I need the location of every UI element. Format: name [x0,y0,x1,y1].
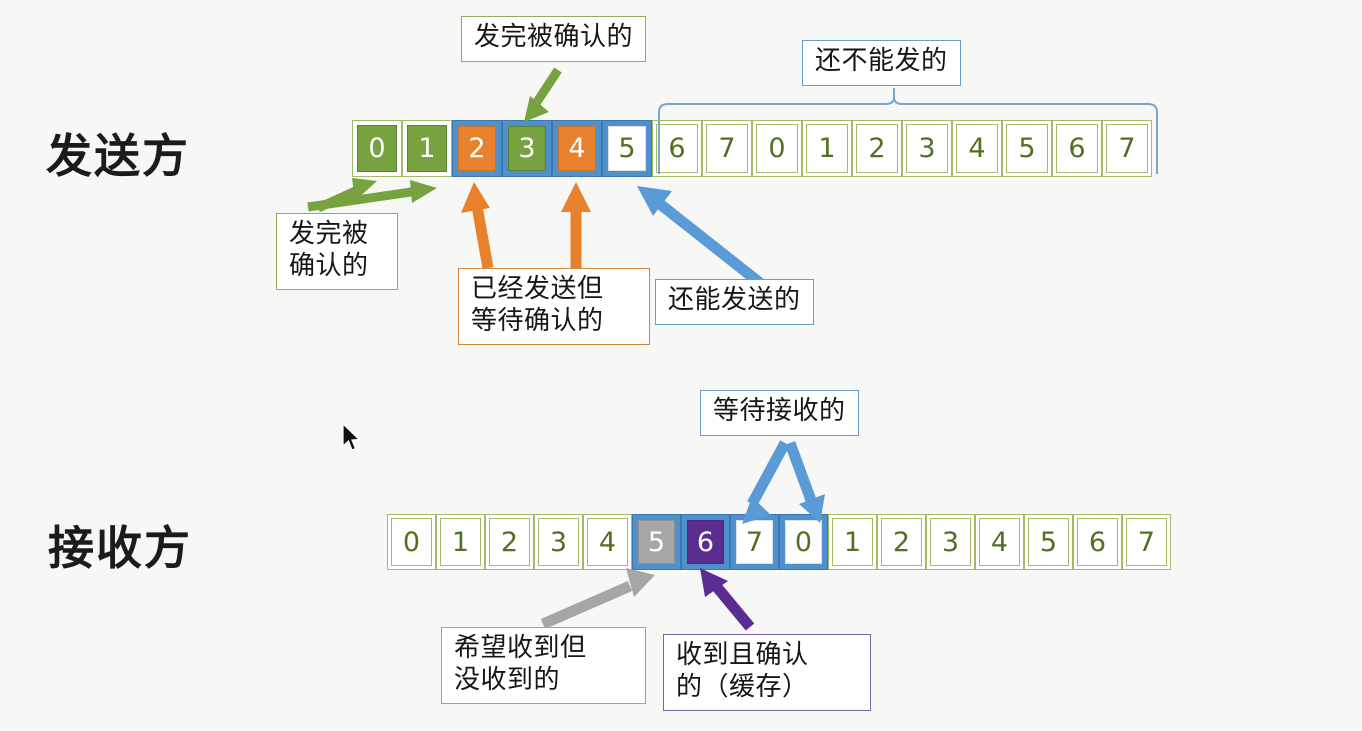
sender-sequence-strip: 0 1 2 3 4 5 6 7 0 1 2 3 4 5 6 7 [352,120,1152,177]
receiver-cell-15: 7 [1122,514,1171,570]
receiver-cell-7: 7 [730,514,779,570]
sender-label: 发送方 [46,129,190,183]
receiver-cell-5-fill [638,520,675,564]
receiver-cell-3-value: 3 [549,526,568,558]
sender-cell-15: 7 [1102,120,1152,177]
sender-cell-14-value: 6 [1068,133,1086,164]
receiver-cell-13: 5 [1024,514,1073,570]
receiver-cell-12-value: 4 [990,526,1009,558]
receiver-cell-14-value: 6 [1088,526,1107,558]
receiver-cell-10: 2 [877,514,926,570]
sender-cell-5-value: 5 [618,133,636,164]
sender-cell-9-value: 1 [818,133,836,164]
sender-cell-7-value: 7 [718,133,736,164]
receiver-cell-2-value: 2 [500,526,519,558]
sender-cell-2-fill [458,126,496,171]
callout-expected-not-received: 希望收到但 没收到的 [441,627,646,705]
receiver-label: 接收方 [48,521,192,575]
sender-cell-6: 6 [652,120,702,177]
sender-cell-7: 7 [702,120,752,177]
receiver-cell-8-fill [785,520,822,564]
receiver-cell-2: 2 [485,514,534,570]
receiver-cell-3: 3 [534,514,583,570]
sender-cell-10: 2 [852,120,902,177]
receiver-cell-4: 4 [583,514,632,570]
blue-arrow-to-cell5 [637,186,764,288]
green-arrow-to-cell0 [316,178,377,213]
sender-cell-6-value: 6 [668,133,686,164]
sender-cell-12: 4 [952,120,1002,177]
receiver-cell-13-value: 5 [1039,526,1058,558]
sender-cell-10-value: 2 [868,133,886,164]
sender-cell-5-fill [608,126,646,171]
sender-cell-11-value: 3 [918,133,936,164]
sender-cell-0: 0 [352,120,402,177]
sender-cell-3-fill [508,126,546,171]
callout-can-still-send: 还能发送的 [655,279,814,325]
sender-cell-1-fill [407,125,447,172]
receiver-cell-1-value: 1 [451,526,470,558]
mouse-cursor-icon [342,423,361,451]
receiver-cell-4-value: 4 [598,526,617,558]
sender-cell-15-value: 7 [1118,133,1136,164]
sender-cell-1: 1 [402,120,452,177]
sender-cell-5: 5 [602,120,652,177]
receiver-cell-6-fill [687,520,724,564]
orange-arrow-to-cell4 [561,182,591,268]
sender-cell-4-value: 4 [568,133,586,164]
callout-sent-acked-top: 发完被确认的 [461,16,647,62]
receiver-cell-9-value: 1 [843,526,862,558]
callout-received-and-acked: 收到且确认 的（缓存） [663,634,871,712]
blue-arrow-to-recv-cell0 [784,441,825,523]
sender-cell-2: 2 [452,120,502,177]
green-arrow-to-cell1 [307,180,437,212]
sender-cell-2-value: 2 [468,133,486,164]
receiver-cell-11: 3 [926,514,975,570]
sender-cell-0-fill [357,125,397,172]
sender-cell-8-value: 0 [768,133,786,164]
sender-cell-8: 0 [752,120,802,177]
callout-sent-acked-left: 发完被 确认的 [276,213,398,291]
sender-cell-11: 3 [902,120,952,177]
callout-sent-waiting-ack: 已经发送但 等待确认的 [458,268,650,346]
sender-cell-13: 5 [1002,120,1052,177]
sender-cell-13-value: 5 [1018,133,1036,164]
sender-cell-12-value: 4 [968,133,986,164]
purple-arrow-to-recv-cell6 [700,568,755,631]
sender-cell-3-value: 3 [518,133,536,164]
sender-cell-14: 6 [1052,120,1102,177]
receiver-cell-9: 1 [828,514,877,570]
receiver-cell-15-value: 7 [1137,526,1156,558]
green-arrow-to-cell3 [524,67,562,122]
receiver-cell-14: 6 [1073,514,1122,570]
receiver-cell-8-value: 0 [794,526,813,558]
orange-arrow-to-cell2 [461,182,494,269]
receiver-cell-7-fill [736,520,773,564]
sender-cell-4-fill [558,126,596,171]
receiver-cell-5: 5 [632,514,681,570]
gray-arrow-to-recv-cell5 [540,568,655,630]
receiver-cell-11-value: 3 [941,526,960,558]
callout-waiting-to-receive: 等待接收的 [700,390,859,436]
callout-not-sendable: 还不能发的 [802,40,961,86]
sender-cell-4: 4 [552,120,602,177]
receiver-cell-12: 4 [975,514,1024,570]
receiver-cell-6: 6 [681,514,730,570]
blue-arrow-to-recv-cell7 [742,440,790,524]
sender-cell-3: 3 [502,120,552,177]
receiver-cell-7-value: 7 [745,526,764,558]
sender-cell-0-value: 0 [368,133,386,164]
receiver-cell-0-value: 0 [402,526,421,558]
receiver-cell-6-value: 6 [696,526,715,558]
receiver-cell-5-value: 5 [647,526,666,558]
receiver-cell-10-value: 2 [892,526,911,558]
sender-cell-9: 1 [802,120,852,177]
sender-cell-1-value: 1 [418,133,436,164]
receiver-cell-8: 0 [779,514,828,570]
receiver-cell-1: 1 [436,514,485,570]
receiver-cell-0: 0 [387,514,436,570]
